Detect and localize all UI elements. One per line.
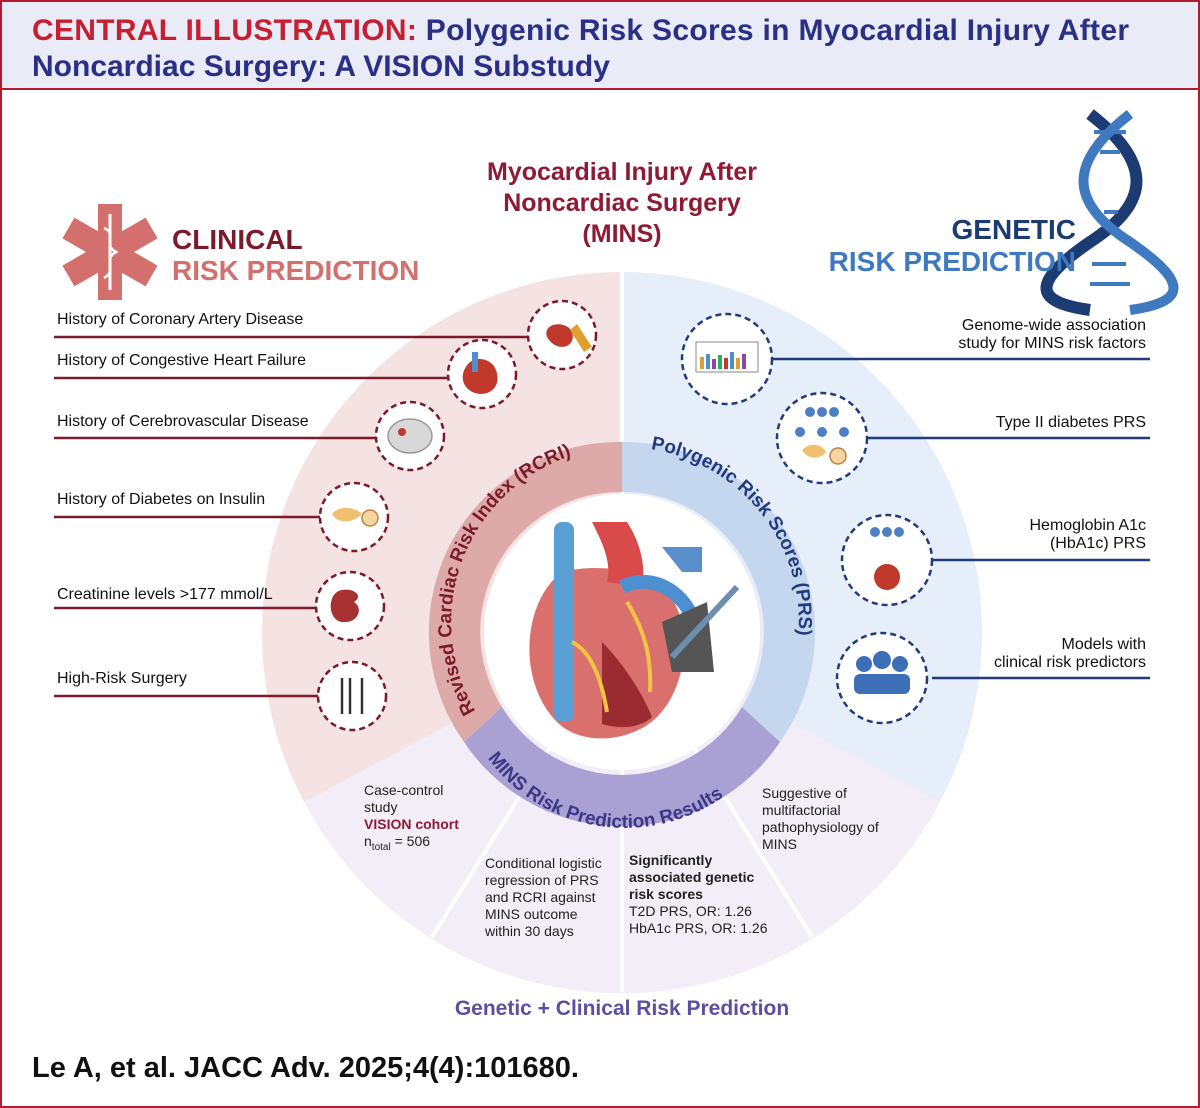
result-n-sub: total xyxy=(371,841,391,853)
prs-ring xyxy=(622,441,816,742)
result-sample-size: ntotal = 506 xyxy=(364,833,484,856)
result-conclusion: Suggestive of multifactorial pathophysio… xyxy=(762,785,902,853)
heart-failure-icon xyxy=(462,352,498,394)
gwas-plot-icon xyxy=(695,341,759,373)
surgical-tools-icon xyxy=(340,678,364,714)
genetic-item-line: Type II diabetes PRS xyxy=(995,414,1146,431)
central-illustration-label: CENTRAL ILLUSTRATION: xyxy=(32,14,418,47)
heart-icon xyxy=(529,522,699,739)
molecule-icon xyxy=(870,527,904,590)
genetic-heading-line2: RISK PREDICTION xyxy=(828,246,1076,277)
brain-icon xyxy=(387,418,433,454)
population-icon xyxy=(795,407,849,465)
rcri-ring xyxy=(428,441,622,742)
result-line: and RCRI against xyxy=(485,889,596,905)
genetic-item-line: (HbA1c) PRS xyxy=(1049,535,1146,552)
genetic-heading: GENETIC RISK PREDICTION xyxy=(829,214,1076,278)
dna-helix-icon xyxy=(1040,109,1179,316)
genetic-item-line: Models with xyxy=(1061,636,1146,653)
mins-title-line: Myocardial Injury After xyxy=(487,158,757,186)
result-line: T2D PRS, OR: 1.26 xyxy=(629,903,752,919)
scalpel-icon xyxy=(662,547,740,672)
genetic-item: Genome-wide association study for MINS r… xyxy=(958,317,1146,353)
mins-title-line: Noncardiac Surgery xyxy=(503,189,741,217)
result-line: multifactorial xyxy=(762,802,841,818)
mins-title-line: (MINS) xyxy=(582,220,662,248)
genetic-item: Models with clinical risk predictors xyxy=(994,636,1146,672)
genetic-item-line: study for MINS risk factors xyxy=(958,335,1146,352)
genetic-item-line: Hemoglobin A1c xyxy=(1029,517,1146,534)
clinical-item: History of Diabetes on Insulin xyxy=(57,491,266,508)
mins-title: Myocardial Injury After Noncardiac Surge… xyxy=(442,157,802,250)
result-analysis: Conditional logistic regression of PRS a… xyxy=(485,855,625,940)
result-study-design: Case-control study VISION cohort ntotal … xyxy=(364,782,484,856)
genetic-heading-line1: GENETIC xyxy=(951,214,1076,245)
clinical-item: Creatinine levels >177 mmol/L xyxy=(57,586,273,603)
genetic-item-line: clinical risk predictors xyxy=(993,654,1146,671)
genetic-item-line: Genome-wide association xyxy=(961,317,1146,334)
result-n-value: = 506 xyxy=(390,833,431,849)
genetic-connectors xyxy=(768,357,1150,680)
star-of-life-icon xyxy=(62,204,158,300)
pancreas-icon xyxy=(332,507,379,527)
genetic-item: Hemoglobin A1c (HbA1c) PRS xyxy=(1029,517,1146,553)
clinical-item: History of Coronary Artery Disease xyxy=(57,311,304,328)
result-line: within 30 days xyxy=(485,923,574,939)
bottom-caption: Genetic + Clinical Risk Prediction xyxy=(454,997,790,1020)
kidney-icon xyxy=(330,589,359,623)
header-title-line1: CENTRAL ILLUSTRATION: Polygenic Risk Sco… xyxy=(32,14,1129,48)
clinical-heading-line2: RISK PREDICTION xyxy=(172,255,420,286)
result-line: Case-control xyxy=(364,782,444,798)
result-line: HbA1c PRS, OR: 1.26 xyxy=(629,920,768,936)
result-n: n xyxy=(364,833,372,849)
clinical-item: History of Cerebrovascular Disease xyxy=(57,413,309,430)
clinical-item: History of Congestive Heart Failure xyxy=(57,352,306,369)
result-line: study xyxy=(364,799,398,815)
result-line: MINS outcome xyxy=(485,906,578,922)
result-line: Conditional logistic xyxy=(485,855,602,871)
header-title-line2: Noncardiac Surgery: A VISION Substudy xyxy=(32,50,610,83)
result-line: pathophysiology of xyxy=(762,819,879,835)
result-cohort: VISION cohort xyxy=(364,816,459,832)
coronary-icon xyxy=(546,324,592,352)
result-line: risk scores xyxy=(629,886,703,902)
clinical-heading: CLINICAL RISK PREDICTION xyxy=(172,224,419,286)
result-line: regression of PRS xyxy=(485,872,599,888)
result-line: Suggestive of xyxy=(762,785,847,801)
result-line: associated genetic xyxy=(629,869,755,885)
citation: Le A, et al. JACC Adv. 2025;4(4):101680. xyxy=(32,1052,579,1084)
genetic-item: Type II diabetes PRS xyxy=(996,414,1146,432)
clinical-heading-line1: CLINICAL xyxy=(172,224,303,255)
header: CENTRAL ILLUSTRATION: Polygenic Risk Sco… xyxy=(2,2,1198,90)
clinical-item: High-Risk Surgery xyxy=(57,670,187,687)
people-group-icon xyxy=(854,651,910,694)
clinical-connectors xyxy=(54,335,530,698)
result-findings: Significantly associated genetic risk sc… xyxy=(629,852,779,937)
results-ring xyxy=(464,707,780,827)
result-line: MINS xyxy=(762,836,797,852)
result-line: Significantly xyxy=(629,852,713,868)
header-title-text: Polygenic Risk Scores in Myocardial Inju… xyxy=(425,14,1130,47)
